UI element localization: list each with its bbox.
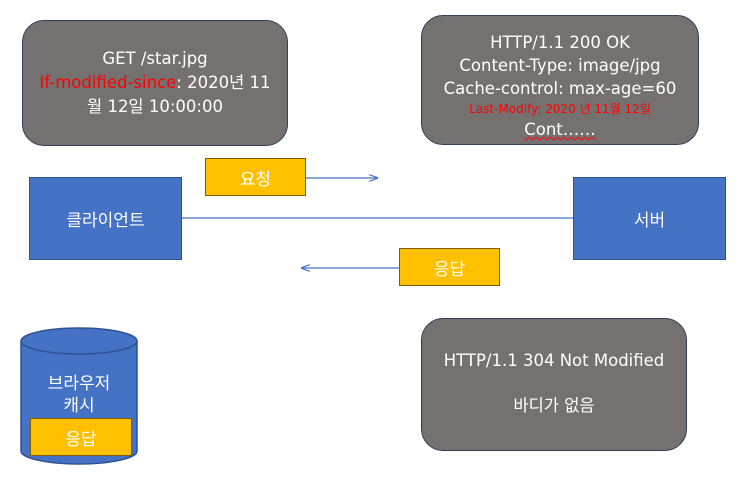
cached-response-tag: 응답 xyxy=(30,418,132,456)
not-modified-box: HTTP/1.1 304 Not Modified 바디가 없음 xyxy=(421,318,687,451)
response-tag: 응답 xyxy=(399,248,500,286)
content-ellipsis-line: Cont…… xyxy=(524,120,596,139)
server-label: 서버 xyxy=(633,211,666,231)
content-type-line: Content-Type: image/jpg xyxy=(459,56,661,75)
response-tag-label: 응답 xyxy=(433,259,466,280)
client-label: 클라이언트 xyxy=(66,211,145,231)
browser-cache-label-line2: 캐시 xyxy=(63,396,95,416)
request-message-box: GET /star.jpg If-modified-since: 2020년 1… xyxy=(22,20,288,146)
request-tag: 요청 xyxy=(205,158,306,196)
browser-cache-label: 브라우저 캐시 xyxy=(22,373,136,417)
server-node: 서버 xyxy=(573,177,726,260)
browser-cache-label-line1: 브라우저 xyxy=(47,374,111,394)
cached-response-label: 응답 xyxy=(65,429,97,450)
request-tag-label: 요청 xyxy=(239,169,272,190)
client-node: 클라이언트 xyxy=(29,177,182,260)
if-modified-since-value: : 2020년 11 xyxy=(176,73,271,92)
cache-control-line: Cache-control: max-age=60 xyxy=(443,79,677,98)
not-modified-status: HTTP/1.1 304 Not Modified xyxy=(443,351,665,370)
if-modified-since-header: If-modified-since xyxy=(39,73,177,92)
request-header-line: If-modified-since: 2020년 11 xyxy=(23,71,287,95)
status-line: HTTP/1.1 200 OK xyxy=(490,33,630,52)
no-body-note: 바디가 없음 xyxy=(513,396,595,415)
request-line: GET /star.jpg xyxy=(102,49,208,68)
last-modify-line: Last-Modify: 2020 년 11월 12일 xyxy=(469,102,651,116)
request-date-line: 월 12일 10:00:00 xyxy=(87,97,223,116)
response-message-box: HTTP/1.1 200 OK Content-Type: image/jpg … xyxy=(421,15,699,145)
